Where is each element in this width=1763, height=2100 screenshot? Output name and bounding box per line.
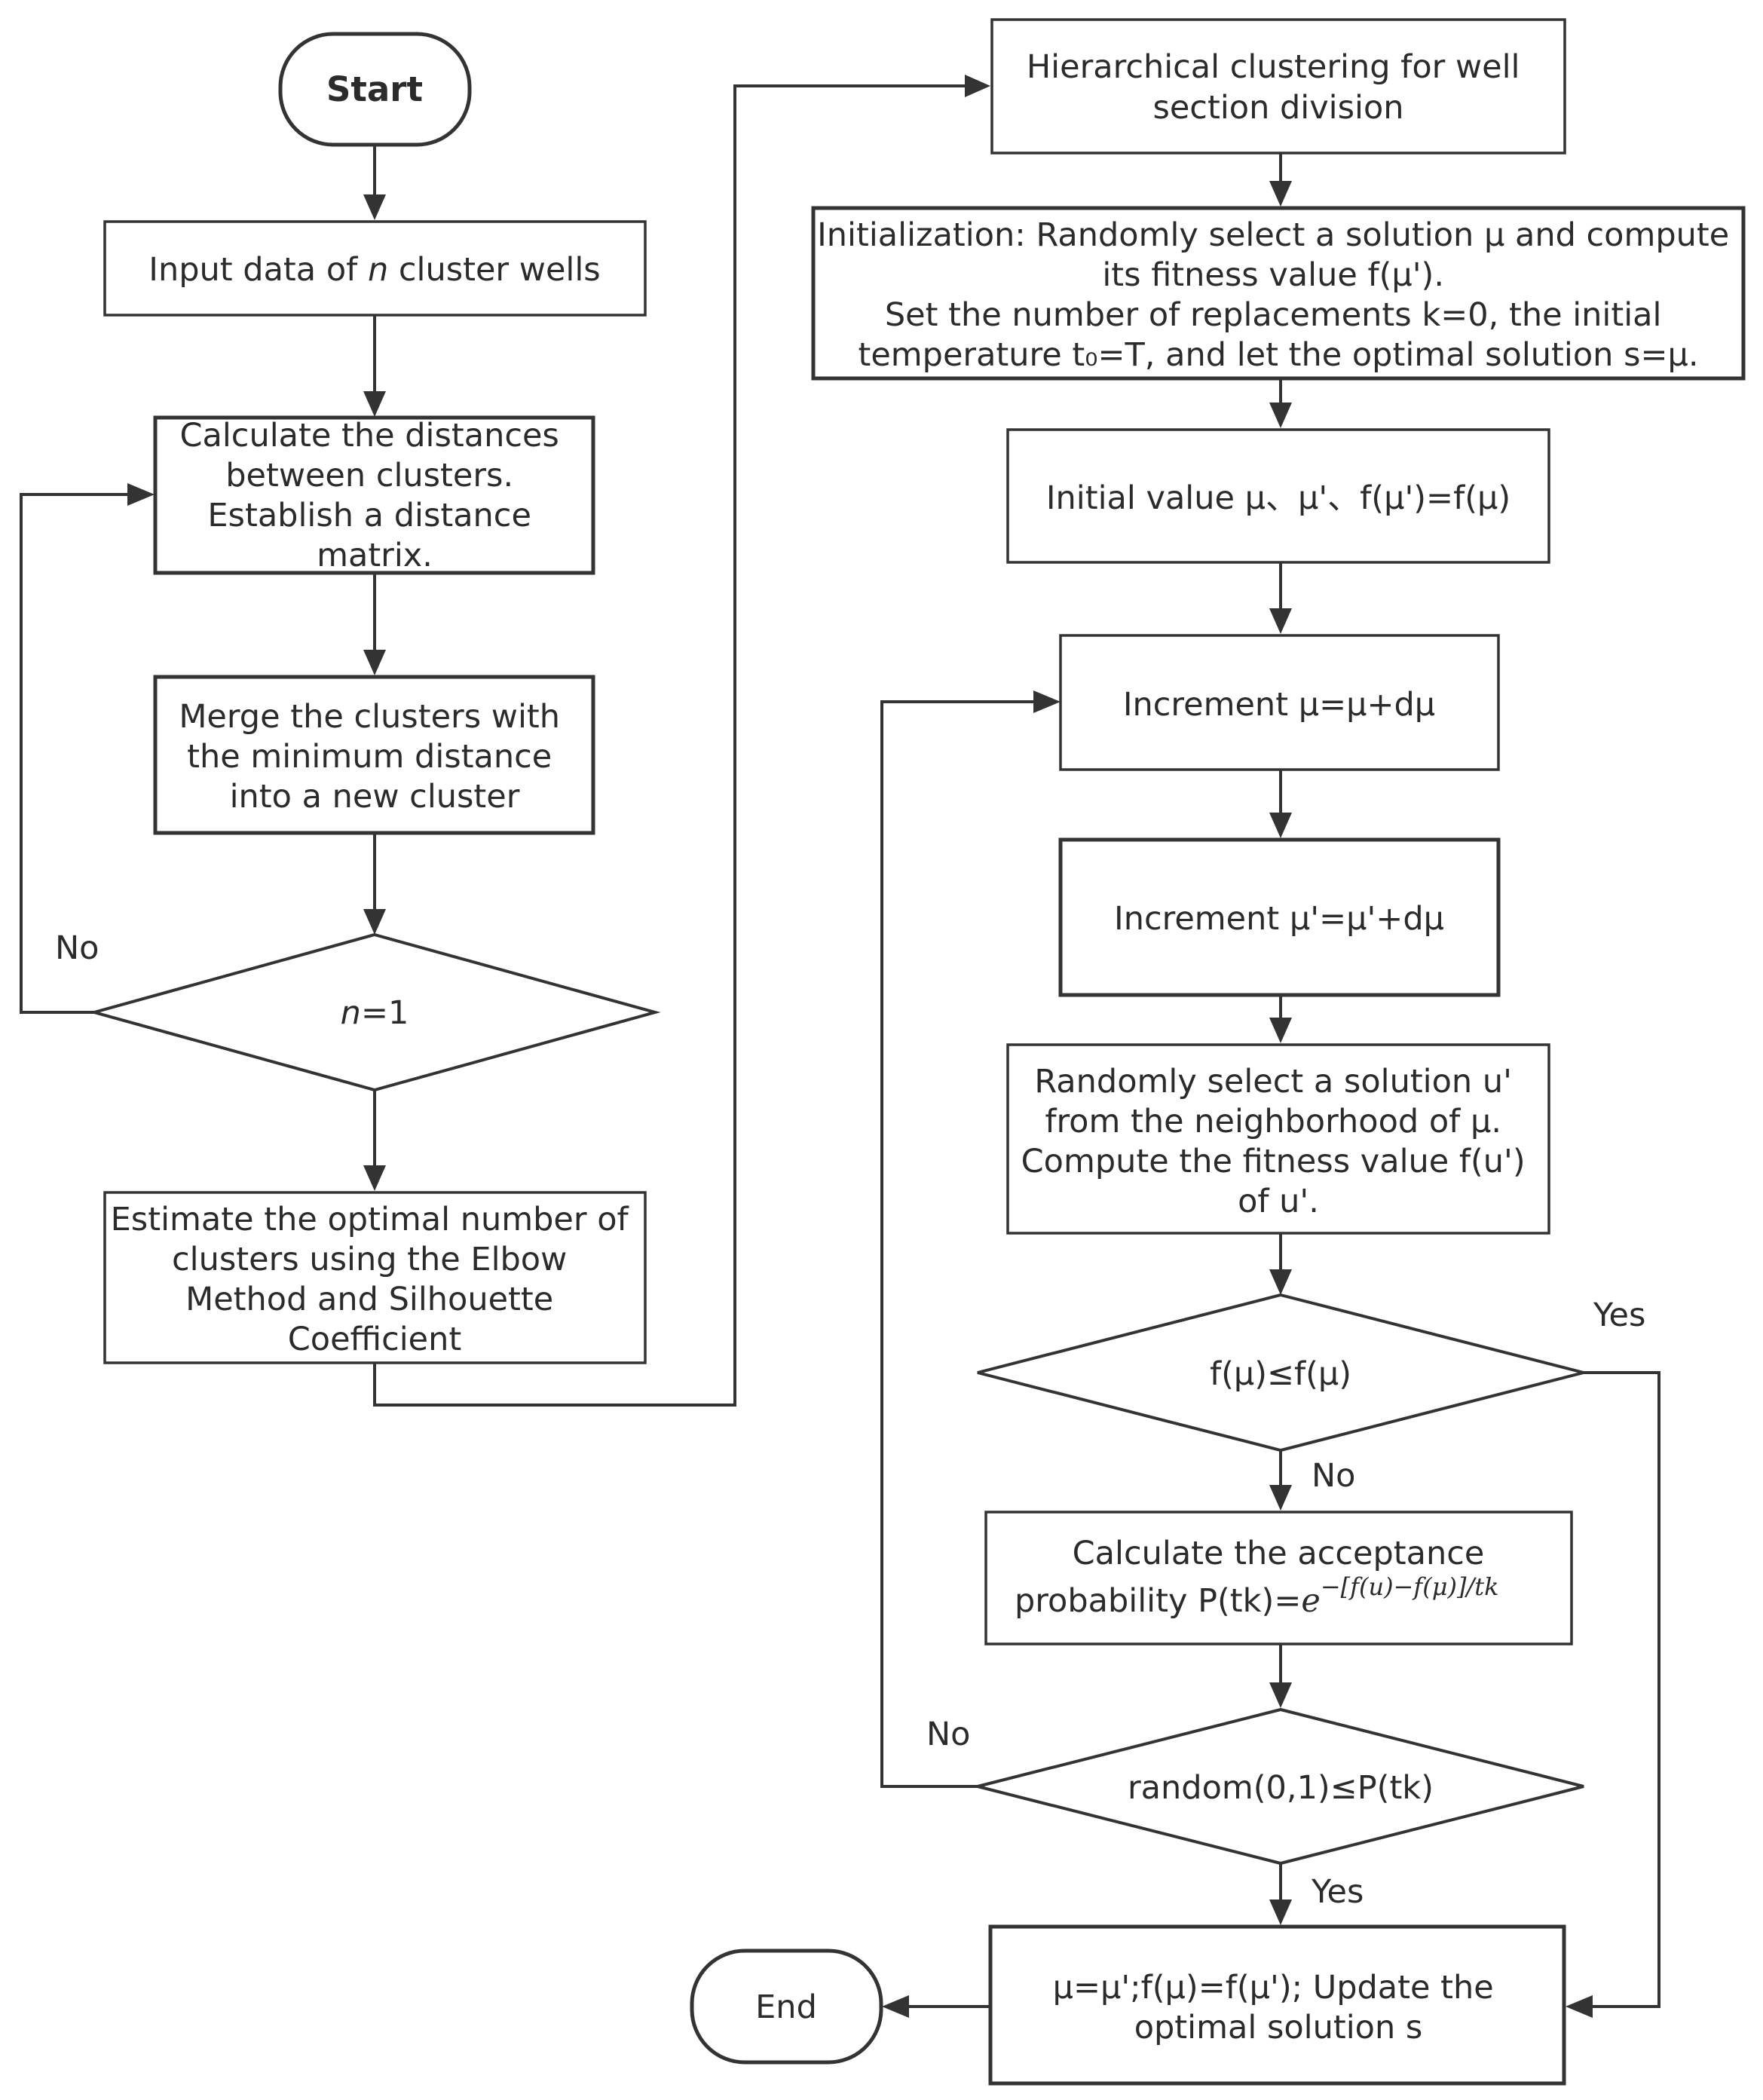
merge-clusters-label: Merge the clusters with the minimum dist… [179, 698, 570, 816]
edge-update-to-end [882, 1995, 989, 2018]
start-node: Start [278, 32, 472, 147]
edge-calc-to-merge [363, 573, 386, 675]
edge-cond2-yes-to-update [1269, 1863, 1292, 1925]
acceptance-formula: probability P(tk)=e−[f(u)−f(μ)]/tk [1015, 1572, 1498, 1620]
edge-cond2-no-loop [880, 690, 1061, 1788]
edge-incr2-to-random-select [1269, 995, 1292, 1043]
increment-mu-label: Increment μ=μ+dμ [1123, 686, 1435, 724]
edge-cond1-yes-to-update [1566, 1371, 1660, 2018]
fitness-comparison-label: f(μ)≤f(μ) [1210, 1355, 1351, 1393]
increment-mu-node: Increment μ=μ+dμ [1059, 634, 1500, 771]
fitness-comparison-decision: f(μ)≤f(μ) [977, 1293, 1584, 1453]
edge-input-to-calc [363, 315, 386, 417]
increment-mu-prime-label: Increment μ'=μ'+dμ [1114, 900, 1444, 938]
random-acceptance-decision: random(0,1)≤P(tk) [977, 1707, 1584, 1866]
calc-distance-label: Calculate the distances between clusters… [179, 417, 569, 574]
n-equals-one-decision: n=1 [88, 932, 661, 1092]
edge-start-to-input [363, 145, 386, 220]
end-label: End [755, 1988, 817, 2026]
update-solution-label: μ=μ';f(μ)=f(μ'); Update the optimal solu… [1053, 1969, 1504, 2046]
estimate-clusters-label: Estimate the optimal number of clusters … [111, 1201, 639, 1358]
edge-estimate-to-hier [373, 75, 990, 1407]
initial-value-node: Initial value μ、μ'、f(μ')=f(μ) [1006, 428, 1550, 564]
edge-merge-to-decision [363, 833, 386, 935]
acceptance-probability-node: Calculate the acceptance probability P(t… [984, 1511, 1573, 1645]
edge-init-to-initial [1269, 378, 1292, 428]
edge-hier-to-init [1269, 153, 1292, 207]
hierarchical-clustering-label: Hierarchical clustering for well section… [1027, 48, 1530, 127]
end-node: End [690, 1948, 883, 2065]
edge-accept-to-cond2 [1269, 1644, 1292, 1708]
random-select-node: Randomly select a solution u' from the n… [1006, 1043, 1550, 1235]
update-solution-node: μ=μ';f(μ)=f(μ'); Update the optimal solu… [988, 1924, 1566, 2086]
edge-initial-to-incr1 [1269, 562, 1292, 634]
initialization-label: Initialization: Randomly select a soluti… [817, 216, 1740, 374]
edge-cond1-no-to-accept [1269, 1450, 1292, 1511]
merge-clusters-node: Merge the clusters with the minimum dist… [153, 675, 595, 835]
estimate-clusters-node: Estimate the optimal number of clusters … [103, 1191, 647, 1364]
hierarchical-clustering-node: Hierarchical clustering for well section… [990, 18, 1566, 155]
cond1-no-label: No [1312, 1457, 1355, 1495]
cond2-no-label: No [926, 1716, 970, 1753]
edge-decision-to-estimate [363, 1090, 386, 1191]
increment-mu-prime-node: Increment μ'=μ'+dμ [1058, 837, 1501, 997]
cond2-yes-label: Yes [1311, 1873, 1364, 1911]
random-select-label: Randomly select a solution u' from the n… [1021, 1063, 1536, 1220]
calc-distance-node: Calculate the distances between clusters… [153, 415, 595, 575]
cond1-yes-label: Yes [1593, 1296, 1645, 1334]
input-data-node: Input data of n cluster wells [103, 220, 647, 317]
decision-no-label: No [55, 929, 99, 967]
n-equals-one-label: n=1 [341, 994, 409, 1032]
initialization-node: Initialization: Randomly select a soluti… [811, 206, 1746, 381]
random-acceptance-label: random(0,1)≤P(tk) [1128, 1769, 1434, 1807]
acceptance-line1: Calculate the acceptance [1073, 1535, 1485, 1572]
edge-random-select-to-cond1 [1269, 1233, 1292, 1295]
edge-decision-no-loop [20, 483, 155, 1014]
input-data-label: Input data of n cluster wells [148, 251, 600, 289]
edge-incr1-to-incr2 [1269, 770, 1292, 838]
start-label: Start [326, 69, 423, 109]
initial-value-label: Initial value μ、μ'、f(μ')=f(μ) [1046, 479, 1510, 517]
